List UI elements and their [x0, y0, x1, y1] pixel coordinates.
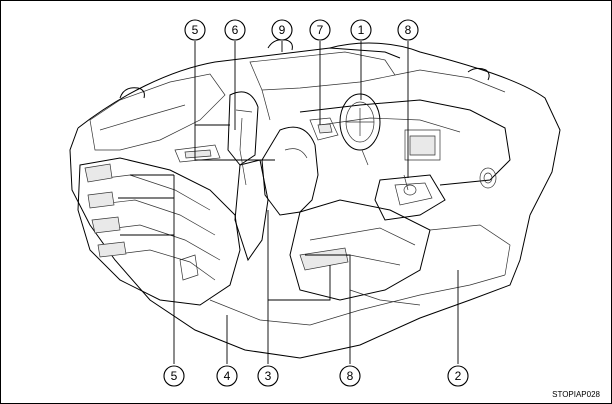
- svg-text:5: 5: [171, 369, 178, 383]
- svg-text:1: 1: [358, 23, 365, 37]
- callout-8-bottom: 8: [339, 365, 361, 387]
- callout-1: 1: [350, 19, 372, 41]
- car-interior-illustration: [69, 39, 561, 359]
- svg-text:4: 4: [224, 369, 231, 383]
- callout-3: 3: [257, 365, 279, 387]
- svg-text:8: 8: [347, 369, 354, 383]
- callout-7: 7: [309, 19, 331, 41]
- callout-5-bottom: 5: [163, 365, 185, 387]
- svg-text:6: 6: [232, 23, 239, 37]
- callout-6: 6: [224, 19, 246, 41]
- svg-text:7: 7: [317, 23, 324, 37]
- svg-text:3: 3: [265, 369, 272, 383]
- callout-9: 9: [271, 19, 293, 41]
- callout-5-top: 5: [184, 19, 206, 41]
- callout-4: 4: [216, 365, 238, 387]
- svg-text:5: 5: [192, 23, 199, 37]
- figure-code: STOPIAP028: [552, 390, 600, 399]
- callout-2: 2: [447, 365, 469, 387]
- callout-8-top: 8: [397, 19, 419, 41]
- svg-text:2: 2: [455, 369, 462, 383]
- svg-text:9: 9: [279, 23, 286, 37]
- leader-lines: [118, 41, 459, 364]
- svg-text:8: 8: [405, 23, 412, 37]
